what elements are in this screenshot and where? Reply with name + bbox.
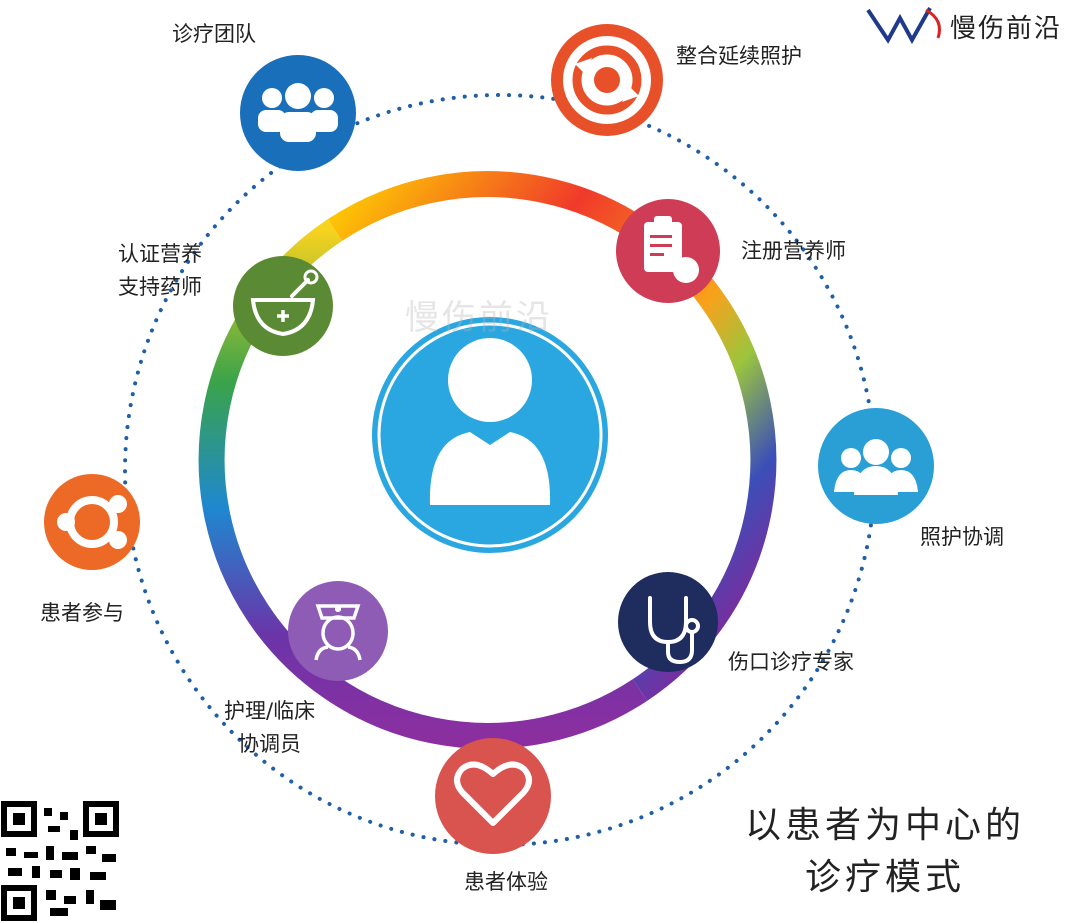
label-integrated-care: 整合延续照护: [676, 44, 802, 68]
heart-icon: [454, 761, 532, 826]
label-pharmacist-line1: 认证营养: [118, 242, 202, 266]
rainbow-ring-right: [327, 171, 777, 701]
label-wound-specialist: 伤口诊疗专家: [728, 650, 854, 674]
qr-code-image: [0, 800, 120, 923]
group-icon: [834, 439, 918, 495]
medical-team-icon: [258, 83, 338, 142]
clipboard-apple-icon: [644, 216, 699, 283]
stethoscope-icon: [648, 596, 700, 665]
node-dietitian[interactable]: [616, 199, 720, 303]
label-patient-experience: 患者体验: [464, 870, 548, 894]
refresh-cycle-icon: [572, 45, 642, 115]
brand-name: 慢伤前沿: [950, 14, 1063, 44]
nurse-icon: [314, 604, 362, 661]
node-wound-specialist[interactable]: [618, 572, 718, 672]
label-nurse-line1: 护理/临床: [224, 699, 316, 723]
node-integrated-care[interactable]: [551, 24, 663, 136]
label-pharmacist: 认证营养 支持药师: [118, 238, 202, 303]
node-care-team[interactable]: [240, 55, 356, 171]
mortar-pestle-icon: [250, 269, 319, 337]
node-care-coordination[interactable]: [818, 408, 934, 524]
node-patient-engagement[interactable]: [44, 474, 140, 570]
label-nurse-line2: 协调员: [238, 731, 302, 756]
center-patient: [372, 317, 608, 553]
node-pharmacist[interactable]: [233, 256, 333, 356]
label-care-team: 诊疗团队: [172, 22, 256, 46]
label-care-coordination: 照护协调: [920, 525, 1004, 549]
diagram-caption: 以患者为中心的 诊疗模式: [745, 800, 1025, 904]
brand-logo-icon: [866, 7, 941, 45]
community-icon: [57, 495, 127, 549]
watermark-text: 慢伤前沿: [405, 298, 553, 338]
caption-line2: 诊疗模式: [805, 857, 966, 899]
label-dietitian: 注册营养师: [741, 239, 846, 263]
label-patient-engagement: 患者参与: [40, 601, 124, 625]
person-icon: [429, 338, 551, 505]
label-nurse-coordinator: 护理/临床 协调员: [224, 695, 315, 760]
label-pharmacist-line2: 支持药师: [118, 274, 202, 299]
caption-line1: 以患者为中心的: [745, 805, 1026, 846]
node-patient-experience[interactable]: [435, 738, 551, 854]
node-nurse-coordinator[interactable]: [288, 581, 388, 681]
